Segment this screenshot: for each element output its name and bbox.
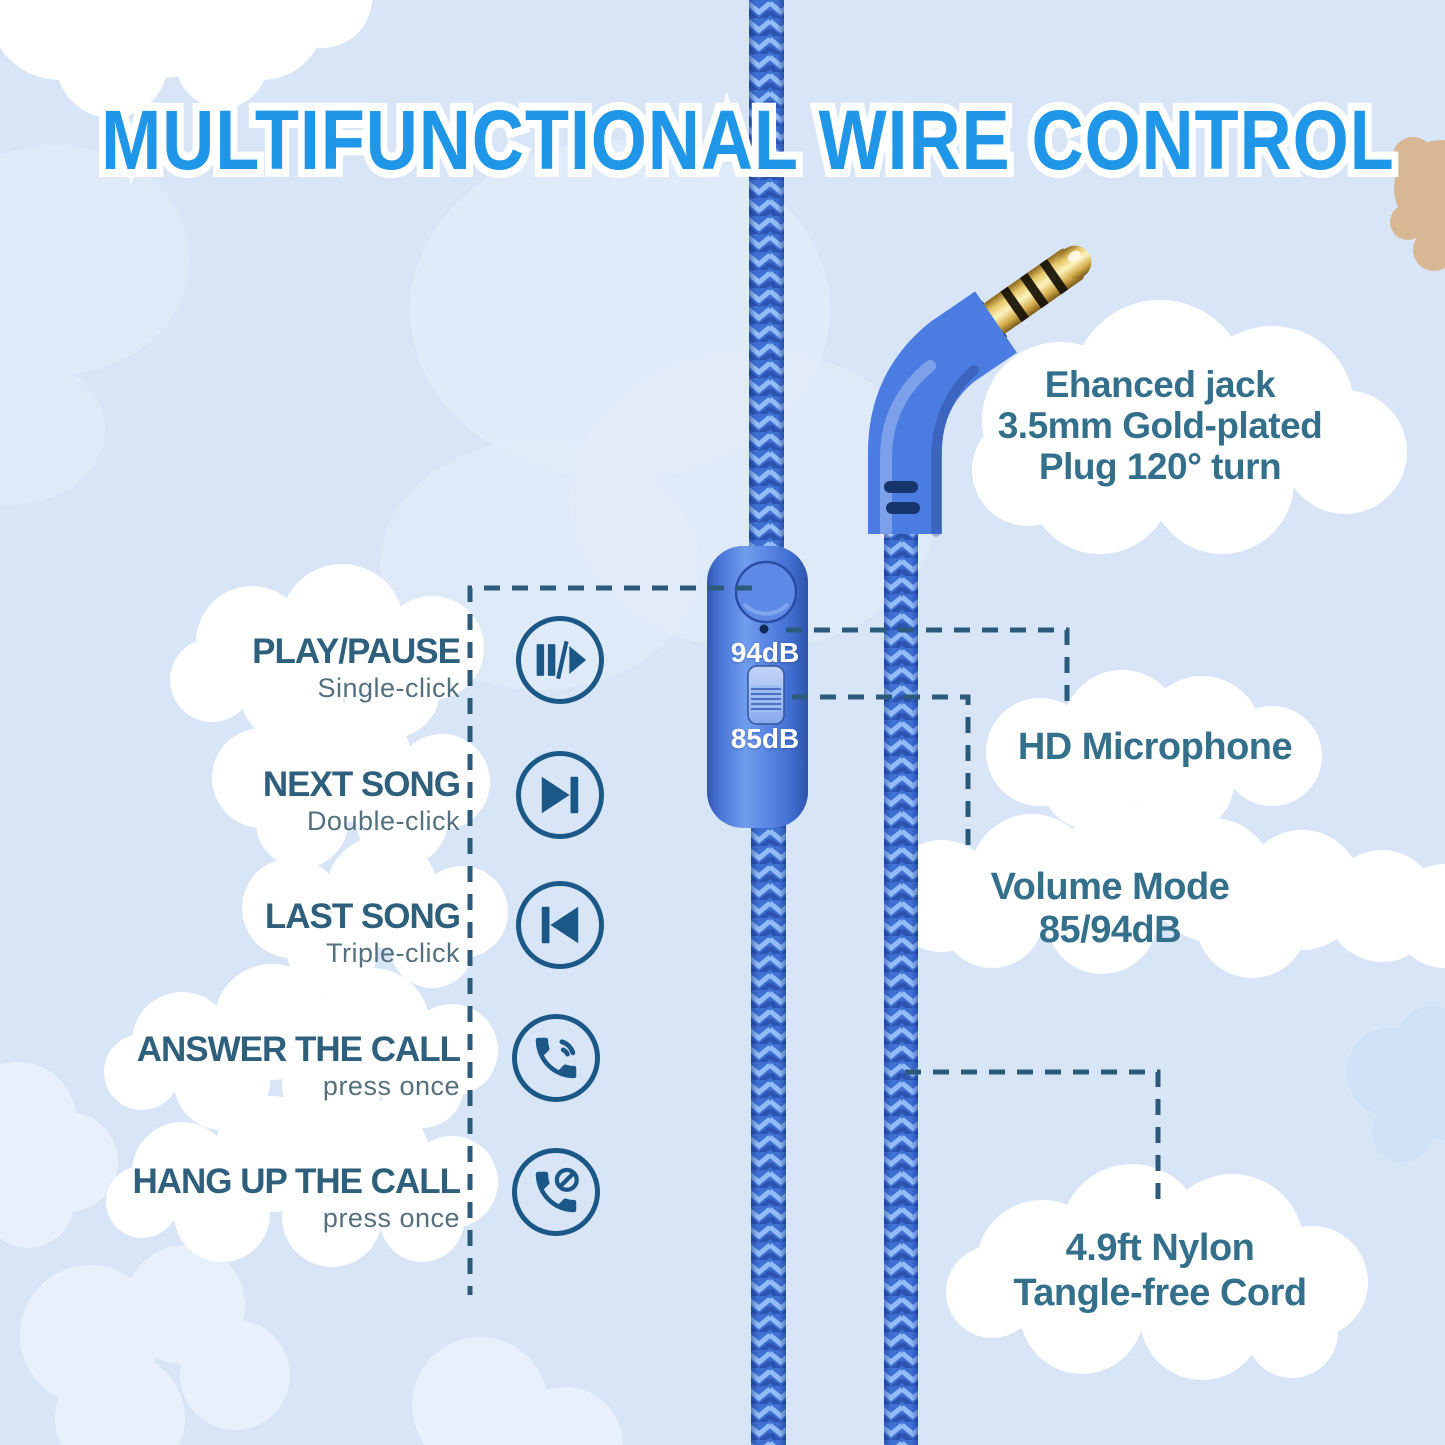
page-title: MULTIFUNCTIONAL WIRE CONTROL MULTIFUNCTI…: [94, 85, 1400, 212]
hang-up-call-icon: [512, 1148, 600, 1236]
control-sublabel: press once: [322, 1071, 460, 1101]
cable-right: [884, 518, 918, 1445]
control-sublabel: Single-click: [317, 673, 460, 703]
control-label: HANG UP THE CALL: [132, 1162, 461, 1201]
cord-caption-line: Tangle-free Cord: [1013, 1272, 1307, 1314]
control-label: NEXT SONG: [262, 765, 461, 804]
play-pause-icon: [516, 616, 604, 704]
mic-callout-line: [786, 627, 1070, 708]
paw-shape: [1390, 137, 1445, 271]
answer-call-icon: [512, 1014, 600, 1102]
microphone-hole: [759, 624, 769, 634]
control-row-last-song: LAST SONG Triple-click: [264, 897, 461, 970]
cord-callout-line: [905, 1069, 1161, 1206]
volume-callout-line: [792, 694, 971, 845]
control-row-hang-up: HANG UP THE CALL press once: [132, 1162, 461, 1235]
next-song-icon: [516, 751, 604, 839]
page-title-text: MULTIFUNCTIONAL WIRE CONTROL: [101, 93, 1395, 187]
jack-caption-line: 3.5mm Gold-plated: [997, 405, 1323, 446]
control-row-next-song: NEXT SONG Double-click: [262, 765, 461, 838]
jack-connector: [868, 245, 1092, 538]
jack-caption-line: Ehanced jack: [1044, 364, 1276, 405]
volume-94db-label: 94dB: [730, 637, 800, 668]
control-row-answer-call: ANSWER THE CALL press once: [136, 1030, 461, 1103]
cable-bottom-left: [751, 820, 786, 1445]
control-sublabel: Double-click: [306, 806, 460, 836]
clouds: [0, 0, 1445, 1380]
remote-pod: [707, 546, 808, 828]
page-title-outline: MULTIFUNCTIONAL WIRE CONTROL: [94, 85, 1400, 195]
cable-top: [749, 0, 784, 560]
control-label: PLAY/PAUSE: [252, 632, 461, 671]
cord-caption-line: 4.9ft Nylon: [1065, 1227, 1255, 1269]
controls-bracket-line: [467, 585, 752, 1295]
control-sublabel: press once: [322, 1203, 460, 1233]
hd-microphone-caption: HD Microphone: [1017, 726, 1293, 768]
control-label: ANSWER THE CALL: [136, 1030, 461, 1069]
jack-caption-line: Plug 120° turn: [1038, 446, 1282, 487]
callout-lines: [467, 585, 1161, 1295]
volume-85db-label: 85dB: [730, 723, 800, 754]
volume-mode-caption: Volume Mode 85/94dB: [990, 866, 1230, 951]
cord-caption: 4.9ft Nylon Tangle-free Cord: [985, 1226, 1335, 1316]
jack-caption: Ehanced jack 3.5mm Gold-plated Plug 120°…: [960, 364, 1360, 487]
remote-button: [734, 560, 798, 624]
control-label: LAST SONG: [264, 897, 461, 936]
last-song-icon: [516, 881, 604, 969]
control-sublabel: Triple-click: [326, 938, 460, 968]
control-row-play-pause: PLAY/PAUSE Single-click: [252, 632, 461, 705]
volume-slider: [747, 665, 785, 725]
